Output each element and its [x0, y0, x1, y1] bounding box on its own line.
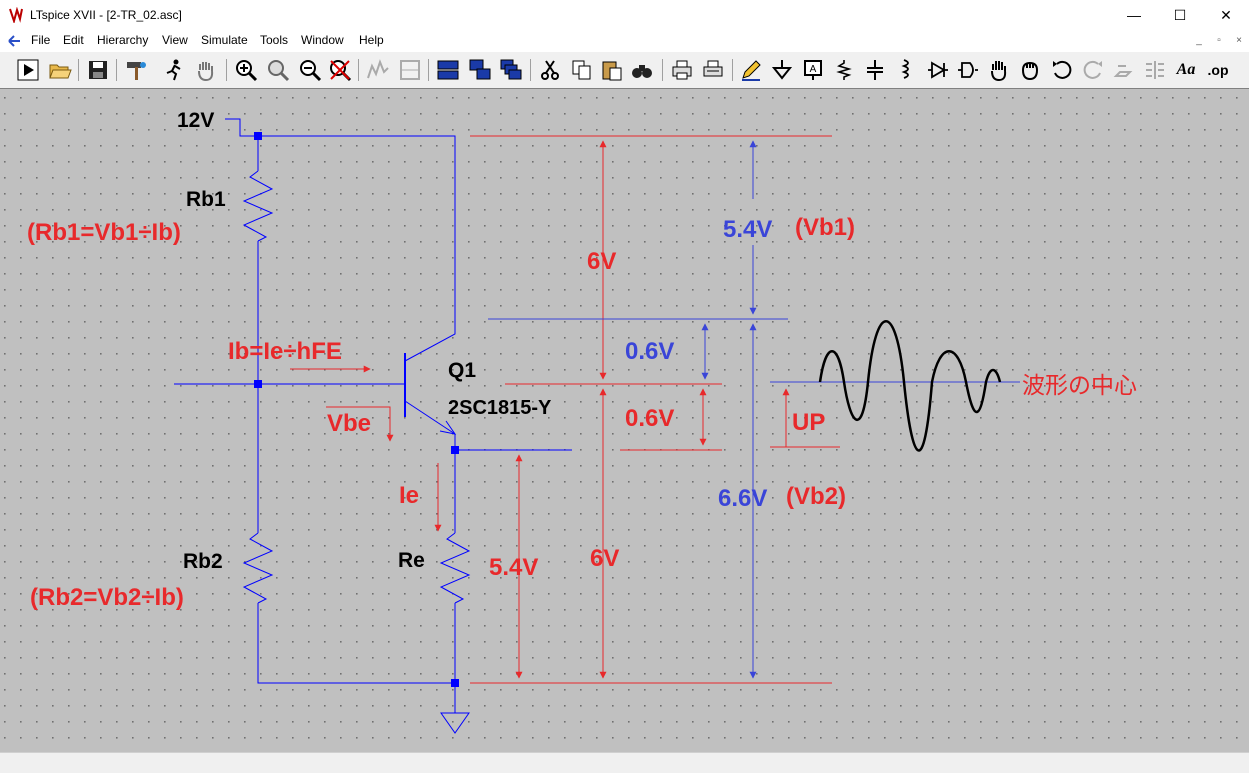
ltspice-app-icon[interactable] — [8, 7, 24, 23]
q1-name[interactable]: Q1 — [448, 359, 476, 382]
mdi-close-button[interactable]: × — [1236, 35, 1242, 46]
rb1-name[interactable]: Rb1 — [186, 188, 226, 211]
ie-label[interactable]: Ie — [399, 482, 419, 509]
close-button[interactable]: ✕ — [1220, 6, 1232, 23]
resistor-icon[interactable] — [832, 58, 856, 82]
waveform-sine — [818, 320, 1002, 452]
menu-file[interactable]: File — [31, 33, 51, 47]
voltage-5.4v-vb1[interactable]: 5.4V — [723, 216, 772, 243]
capacitor-icon[interactable] — [863, 58, 887, 82]
menu-view[interactable]: View — [162, 33, 188, 47]
drag-icon[interactable] — [1018, 58, 1042, 82]
print-setup-icon[interactable] — [701, 58, 725, 82]
component-icon[interactable] — [956, 58, 980, 82]
rb2-name[interactable]: Rb2 — [183, 550, 223, 573]
save-icon[interactable] — [86, 58, 110, 82]
print-icon[interactable] — [670, 58, 694, 82]
tile-windows-icon[interactable] — [468, 58, 492, 82]
vb2-label[interactable]: (Vb2) — [786, 483, 846, 510]
redo-icon[interactable] — [1081, 58, 1105, 82]
text-icon[interactable]: Aa — [1176, 61, 1196, 78]
run-icon[interactable] — [16, 58, 40, 82]
mdi-restore-button[interactable]: ▫ — [1217, 35, 1221, 46]
voltage-6.6v-vb2[interactable]: 6.6V — [718, 485, 767, 512]
cascade-icon[interactable] — [436, 58, 460, 82]
vbe-label[interactable]: Vbe — [327, 410, 371, 437]
ground-icon[interactable] — [770, 58, 794, 82]
menu-window[interactable]: Window — [301, 33, 344, 47]
zoom-fit-icon[interactable] — [266, 58, 290, 82]
re-name[interactable]: Re — [398, 549, 425, 572]
wire-ground-return — [257, 603, 456, 684]
cascade-windows-icon[interactable] — [499, 58, 523, 82]
paste-icon[interactable] — [600, 58, 624, 82]
voltage-0.6v-bottom[interactable]: 0.6V — [625, 405, 674, 432]
wire-supply — [225, 118, 456, 362]
inductor-icon[interactable] — [894, 58, 918, 82]
pencil-icon[interactable] — [739, 58, 763, 82]
cut-icon[interactable] — [538, 58, 562, 82]
menu-hierarchy[interactable]: Hierarchy — [97, 33, 149, 47]
ib-formula[interactable]: Ib=Ie÷hFE — [228, 338, 342, 365]
menu-help[interactable]: Help — [359, 33, 384, 47]
supply-label[interactable]: 12V — [177, 109, 214, 132]
menu-tools[interactable]: Tools — [260, 33, 289, 47]
mdi-minimize-button[interactable]: _ — [1196, 35, 1202, 46]
voltage-5.4v-re[interactable]: 5.4V — [489, 554, 538, 581]
runner-icon[interactable] — [162, 58, 186, 82]
blue-annotations — [488, 140, 1020, 679]
zoom-in-icon[interactable] — [234, 58, 258, 82]
wave-center-label[interactable]: 波形の中心 — [1022, 372, 1137, 398]
rb2-formula[interactable]: (Rb2=Vb2÷Ib) — [30, 584, 184, 611]
schematic-drawing[interactable]: 12V Rb1 Rb2 Re Q1 2SC1815-Y — [0, 89, 1249, 753]
copy-icon[interactable] — [570, 58, 594, 82]
svg-text:A: A — [810, 64, 817, 75]
minimize-button[interactable]: — — [1127, 7, 1141, 23]
zoom-out-icon[interactable] — [298, 58, 322, 82]
q1-model[interactable]: 2SC1815-Y — [448, 397, 552, 419]
menu-bar: File Edit Hierarchy View Simulate Tools … — [0, 30, 1249, 52]
resistor-re-symbol — [439, 532, 471, 604]
tile-vertical-icon[interactable] — [398, 58, 422, 82]
hammer-icon[interactable] — [124, 58, 148, 82]
wire-nodes — [254, 132, 459, 687]
tile-horizontal-icon[interactable] — [366, 58, 390, 82]
zoom-cancel-icon[interactable] — [328, 58, 352, 82]
resistor-rb1-symbol — [242, 170, 274, 242]
title-bar: LTspice XVII - [2-TR_02.asc] — ☐ ✕ — [0, 0, 1249, 30]
find-icon[interactable] — [630, 58, 654, 82]
rotate-icon[interactable] — [1112, 58, 1136, 82]
maximize-button[interactable]: ☐ — [1173, 6, 1187, 23]
circuit-wires — [174, 118, 572, 734]
red-annotations — [290, 135, 840, 684]
window-title: LTspice XVII - [2-TR_02.asc] — [30, 8, 182, 22]
spice-directive-icon[interactable]: .op — [1207, 62, 1229, 78]
open-icon[interactable] — [48, 58, 72, 82]
document-system-icon[interactable] — [6, 33, 22, 49]
mirror-icon[interactable] — [1143, 58, 1167, 82]
undo-icon[interactable] — [1050, 58, 1074, 82]
schematic-canvas[interactable]: 12V Rb1 Rb2 Re Q1 2SC1815-Y — [0, 88, 1249, 753]
menu-simulate[interactable]: Simulate — [201, 33, 248, 47]
resistor-rb2-symbol — [242, 532, 274, 604]
status-bar — [0, 752, 1249, 773]
ground-symbol — [440, 683, 470, 734]
voltage-0.6v-top[interactable]: 0.6V — [625, 338, 674, 365]
rb1-formula[interactable]: (Rb1=Vb1÷Ib) — [27, 219, 181, 246]
voltage-6v-top[interactable]: 6V — [587, 248, 616, 275]
menu-edit[interactable]: Edit — [63, 33, 84, 47]
hand-icon[interactable] — [194, 58, 218, 82]
diode-icon[interactable] — [926, 58, 950, 82]
label-icon[interactable]: A — [801, 58, 825, 82]
up-label[interactable]: UP — [792, 409, 825, 436]
transistor-emitter — [404, 400, 456, 435]
vb1-label[interactable]: (Vb1) — [795, 214, 855, 241]
move-icon[interactable] — [987, 58, 1011, 82]
voltage-6v-bottom[interactable]: 6V — [590, 545, 619, 572]
toolbar: A Aa .op — [0, 52, 1249, 89]
